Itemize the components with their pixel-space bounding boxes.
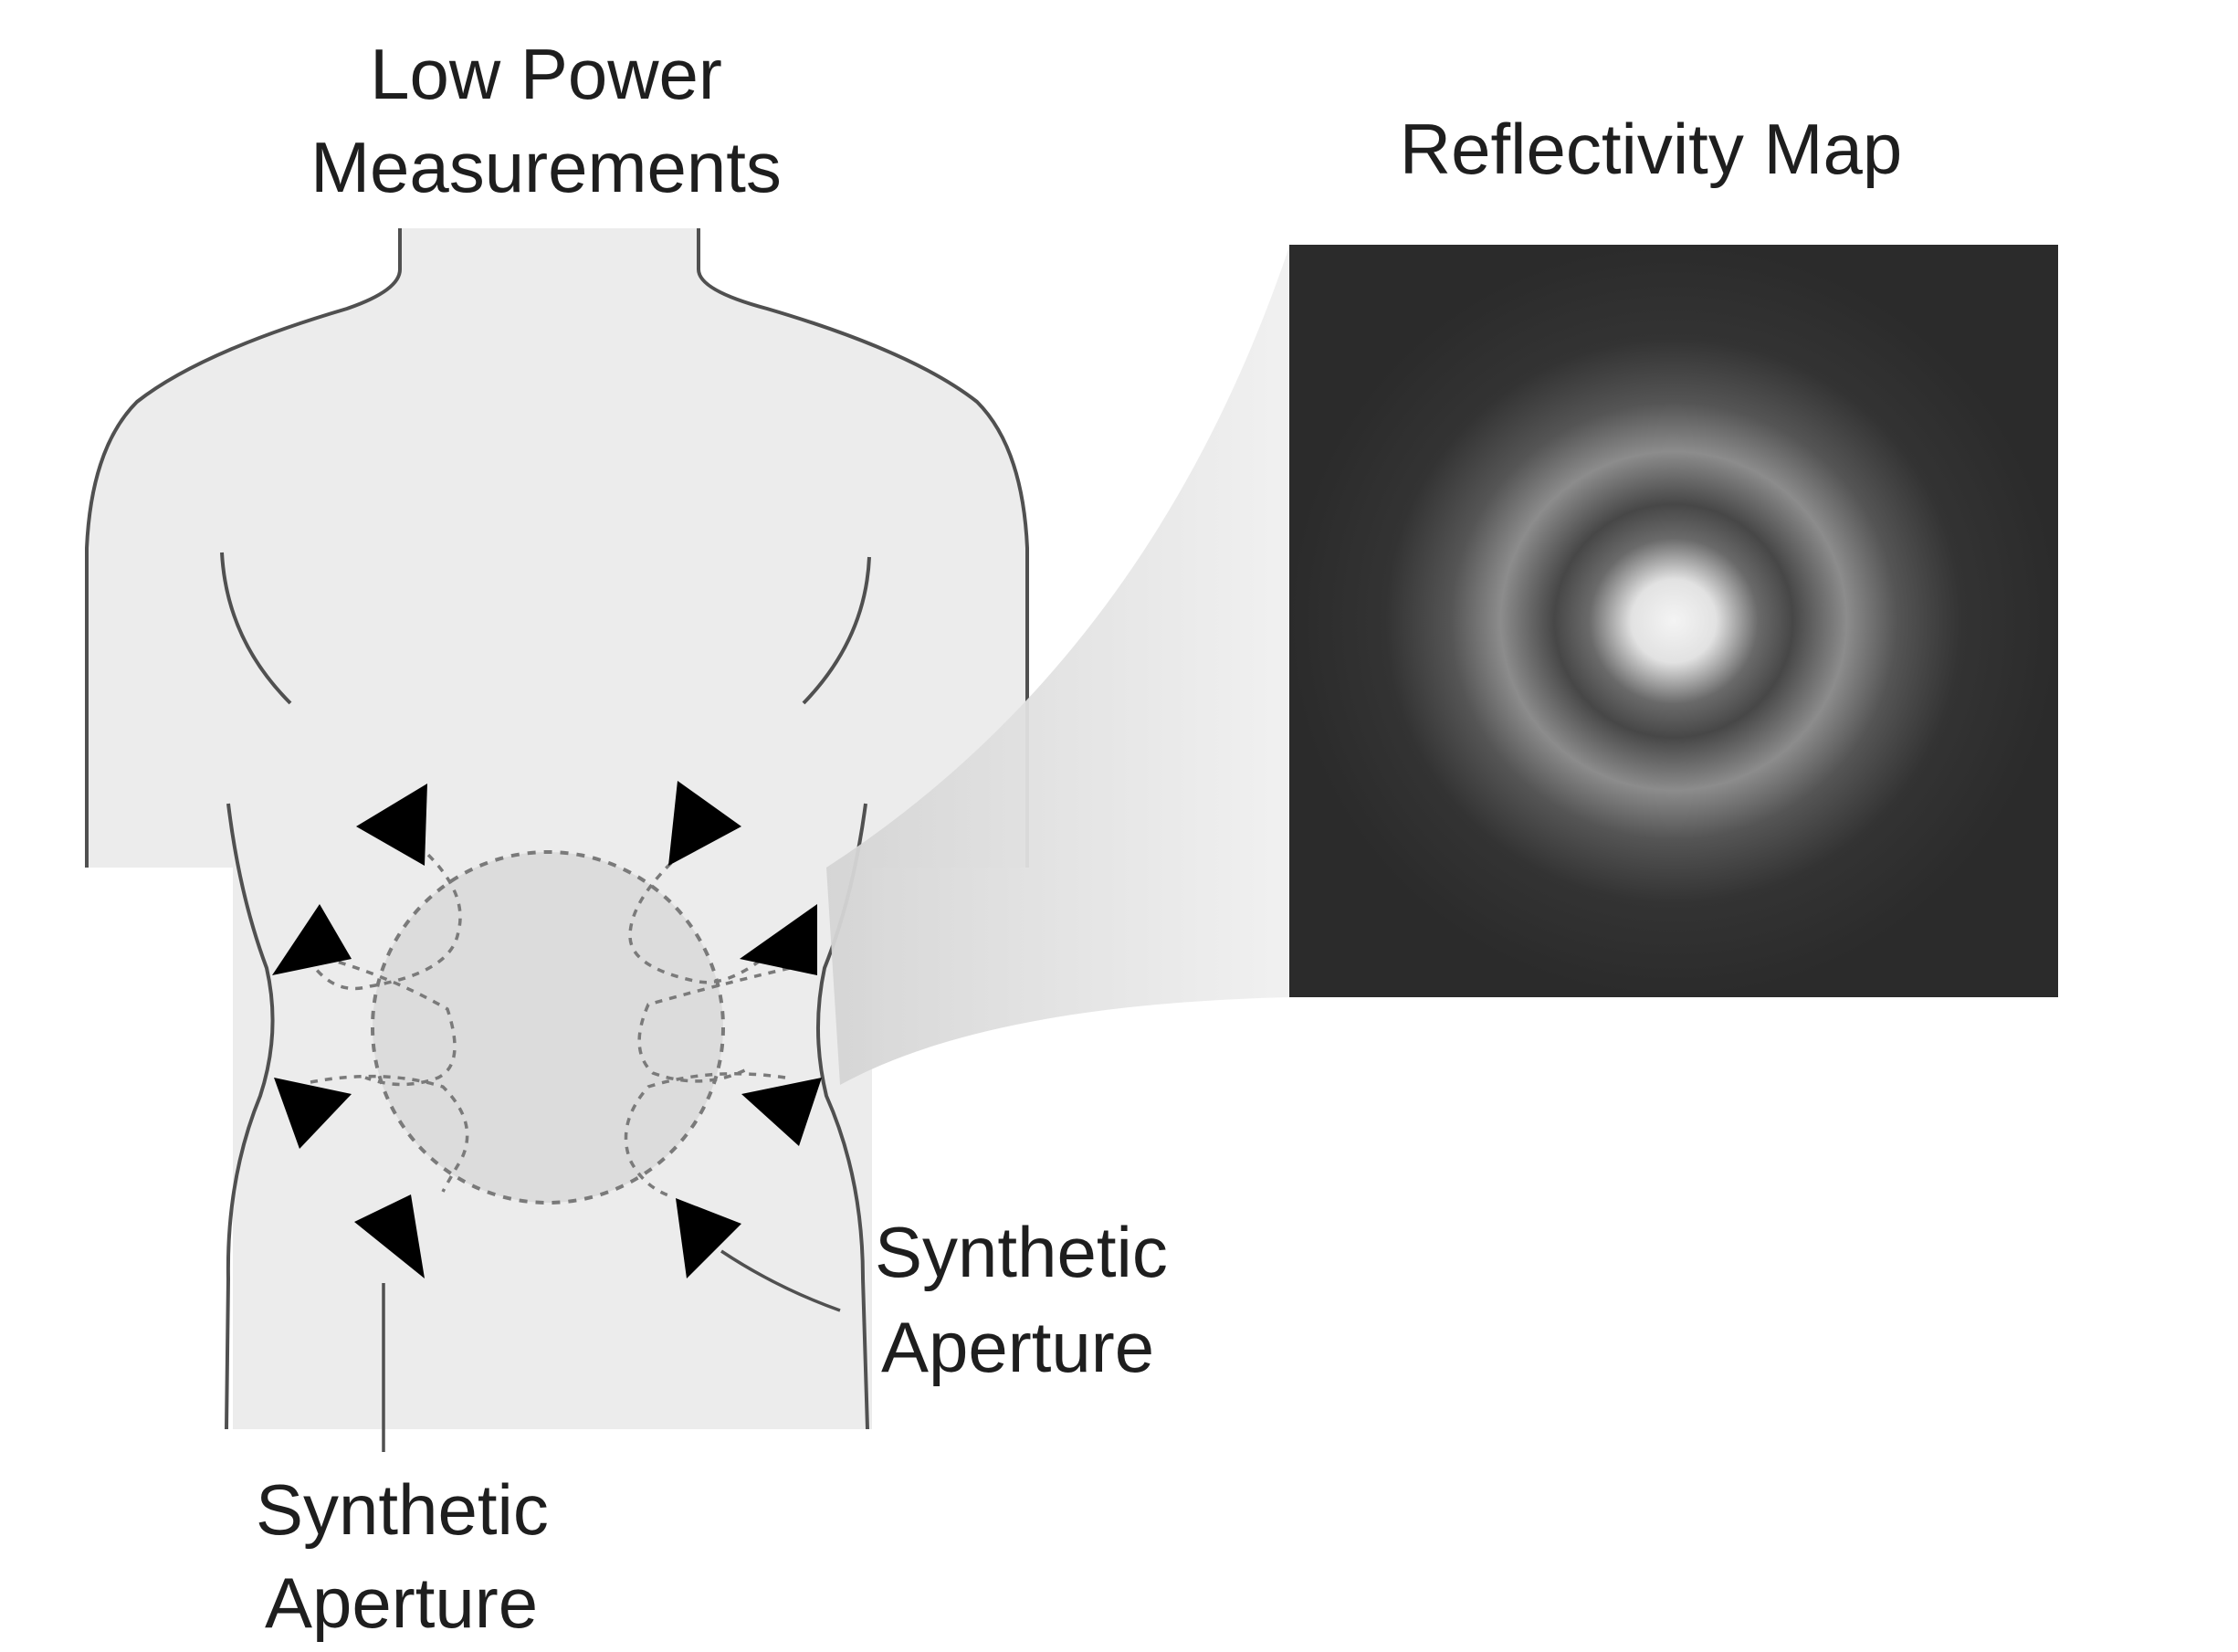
transducer-arrowhead-icon [274, 1078, 352, 1149]
region-of-interest [371, 850, 725, 1205]
reflectivity-map [1289, 245, 2058, 997]
transducer-arrowhead-icon [354, 1194, 425, 1278]
projection-beam [826, 247, 1289, 1085]
transducer-arrows [272, 781, 822, 1278]
transducer-arrowhead-icon [272, 904, 352, 975]
transducer-arrowhead-icon [668, 781, 741, 866]
synthetic-aperture-label-right-line1: Synthetic [875, 1212, 1168, 1292]
leader-line-right [720, 1249, 841, 1312]
transducer-arrowhead-icon [356, 784, 427, 866]
low-power-measurements-label-line2: Measurements [310, 127, 782, 207]
reflectivity-map-title: Reflectivity Map [1400, 109, 1903, 189]
transducer-arrowhead-icon [741, 1078, 822, 1146]
transducer-arrowhead-icon [740, 904, 817, 975]
leader-lines [382, 1249, 841, 1452]
low-power-measurements-label-line1: Low Power [370, 34, 722, 114]
synthetic-aperture-label-bottom-line1: Synthetic [256, 1469, 549, 1550]
synthetic-aperture-label-right-line2: Aperture [881, 1307, 1154, 1387]
synthetic-aperture-label-bottom-line2: Aperture [265, 1563, 538, 1643]
torso-outline [85, 228, 1029, 1430]
transducer-arrowhead-icon [676, 1198, 741, 1278]
beam-pattern-lines [310, 834, 791, 1198]
